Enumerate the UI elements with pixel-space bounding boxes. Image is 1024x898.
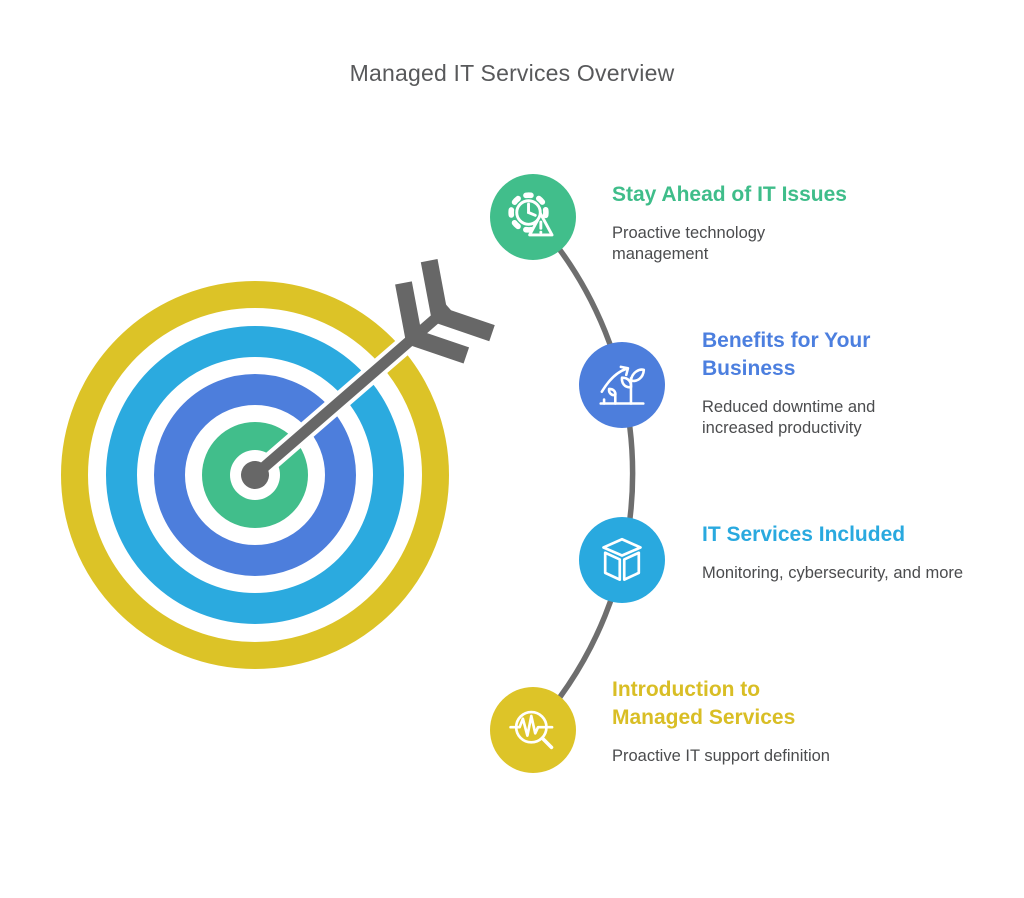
timeline-item-introduction: Introduction to Managed Services Proacti… — [612, 676, 892, 767]
timeline-item-benefits: Benefits for Your Business Reduced downt… — [702, 327, 932, 439]
arrow-icon — [241, 259, 495, 489]
timeline-node-introduction — [490, 687, 576, 773]
item-description: Proactive technology management — [612, 224, 766, 263]
item-title: Introduction to Managed Services — [612, 678, 796, 729]
cube-icon — [602, 537, 642, 581]
timeline-node-services — [579, 517, 665, 603]
timeline-connector-line — [530, 215, 636, 732]
item-title: IT Services Included — [702, 523, 906, 546]
item-description: Monitoring, cybersecurity, and more — [702, 564, 964, 582]
gear-alert-icon — [508, 192, 554, 237]
timeline-node-benefits — [579, 342, 665, 428]
item-description: Proactive IT support definition — [612, 747, 830, 765]
item-title: Benefits for Your Business — [702, 329, 871, 380]
bullseye-target-icon — [61, 281, 449, 669]
growth-plant-icon — [599, 365, 646, 405]
magnifier-pulse-icon — [509, 710, 554, 750]
timeline-node-stay-ahead — [490, 174, 576, 260]
timeline-item-services: IT Services Included Monitoring, cyberse… — [702, 521, 1012, 584]
item-title: Stay Ahead of IT Issues — [612, 183, 847, 206]
item-description: Reduced downtime and increased productiv… — [702, 398, 876, 437]
timeline-item-stay-ahead: Stay Ahead of IT Issues Proactive techno… — [612, 181, 912, 265]
page-title: Managed IT Services Overview — [349, 60, 675, 86]
